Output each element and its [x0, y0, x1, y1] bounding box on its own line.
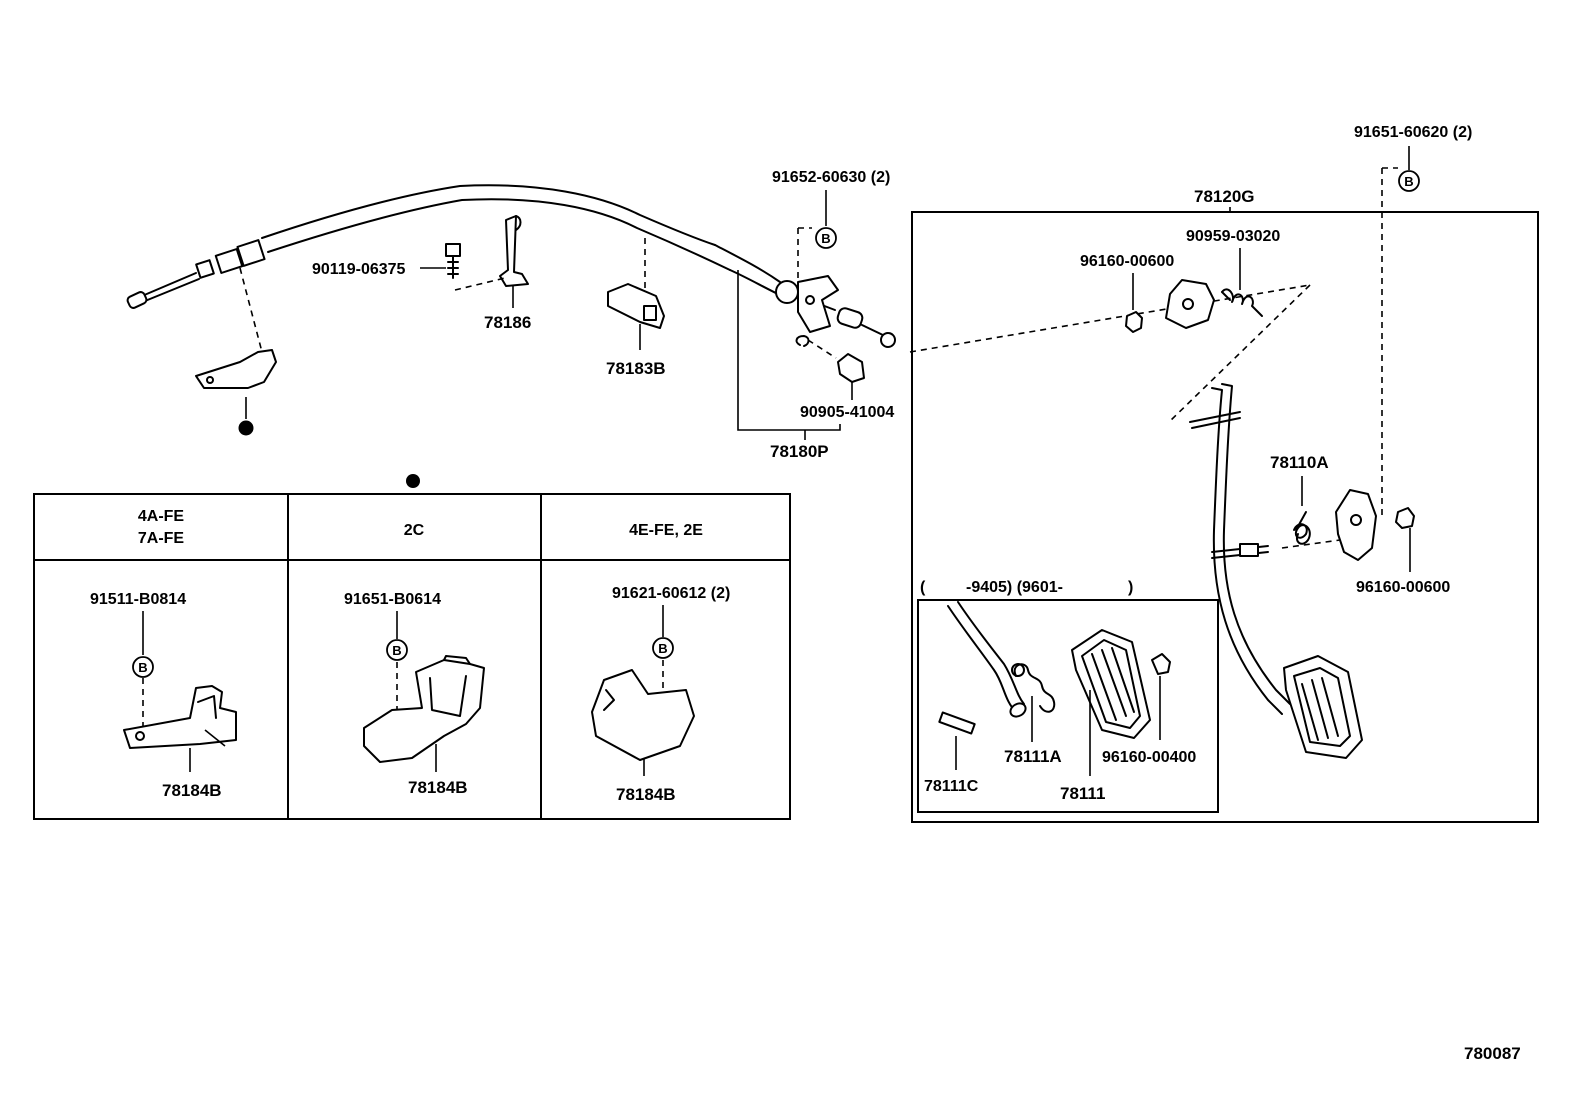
part-label-col1: 78184B	[162, 781, 222, 800]
bolt-label-col3: 91621-60612 (2)	[612, 585, 730, 602]
b-marker-91652: B	[815, 227, 837, 249]
clamp-78183b	[607, 283, 665, 329]
label-78111c: 78111C	[924, 778, 979, 795]
label-78111: 78111	[1060, 784, 1105, 803]
inset-pin-78111c	[938, 711, 976, 735]
inset-spring-78111a	[1011, 663, 1056, 713]
label-78110a: 78110A	[1270, 453, 1329, 472]
b-marker-col1: B	[132, 656, 154, 678]
inset-period-close: )	[1128, 579, 1133, 596]
pivot-shaft	[1211, 543, 1269, 559]
engine-header-col1-line1: 4A-FE	[138, 508, 185, 525]
svg-text:B: B	[138, 660, 147, 675]
b-marker-col2: B	[386, 639, 408, 661]
spring-90959	[1221, 288, 1263, 317]
engine-header-col2: 2C	[404, 522, 425, 539]
accelerator-pedal-lever	[1189, 383, 1363, 759]
bolt-90119	[445, 243, 461, 279]
solid-dot-marker	[238, 420, 254, 436]
pedal-bracket-upper	[1165, 279, 1215, 329]
label-96160-00600-top: 96160-00600	[1080, 253, 1174, 270]
accelerator-cable	[126, 184, 896, 348]
cable-bracket-dot-ref	[195, 349, 277, 436]
svg-text:B: B	[392, 643, 401, 658]
label-90905-41004: 90905-41004	[800, 404, 894, 421]
b-marker-col3: B	[652, 637, 674, 659]
inset-frame	[917, 599, 1219, 813]
label-90959-03020: 90959-03020	[1186, 228, 1280, 245]
engine-variant-table: 4A-FE 7A-FE 2C 4E-FE, 2E 91511-B0814 B 7…	[33, 493, 791, 820]
inset-pedal-pad-78111	[1071, 629, 1151, 739]
spring-78110a	[1293, 511, 1311, 545]
label-78183b: 78183B	[606, 359, 666, 378]
bolt-label-col1: 91511-B0814	[90, 591, 186, 608]
table-dot-marker	[406, 474, 420, 488]
pedal-assembly-frame	[911, 211, 1539, 823]
label-90119-06375: 90119-06375	[312, 261, 406, 278]
inset-pedal-arm	[947, 601, 1027, 718]
label-96160-00600-right: 96160-00600	[1356, 579, 1450, 596]
label-78186: 78186	[484, 313, 531, 332]
label-91652-60630: 91652-60630 (2)	[772, 169, 890, 186]
cable-clip-78186	[499, 215, 529, 287]
svg-text:B: B	[1404, 174, 1413, 189]
nut-96160-top	[1125, 311, 1143, 333]
inset-period-label: -9405) (9601-	[966, 579, 1063, 596]
svg-text:B: B	[658, 641, 667, 656]
label-91651-60620: 91651-60620 (2)	[1354, 124, 1472, 141]
part-label-col3: 78184B	[616, 785, 676, 804]
engine-header-col3: 4E-FE, 2E	[629, 522, 703, 539]
svg-text:B: B	[821, 231, 830, 246]
nut-96160-right	[1395, 507, 1415, 529]
part-label-col2: 78184B	[408, 778, 468, 797]
grommet-90905	[837, 353, 865, 383]
bolt-label-col2: 91651-B0614	[344, 591, 441, 608]
label-96160-00400: 96160-00400	[1102, 749, 1196, 766]
engine-header-col1-line2: 7A-FE	[138, 530, 185, 547]
inset-period-open: (	[920, 579, 926, 596]
label-78111a: 78111A	[1004, 747, 1062, 766]
label-78180p: 78180P	[770, 442, 829, 461]
b-marker-91651-60620: B	[1398, 170, 1420, 192]
diagram-id: 780087	[1464, 1044, 1521, 1063]
label-78120g: 78120G	[1194, 187, 1255, 206]
inset-clip-96160-00400	[1151, 653, 1171, 675]
